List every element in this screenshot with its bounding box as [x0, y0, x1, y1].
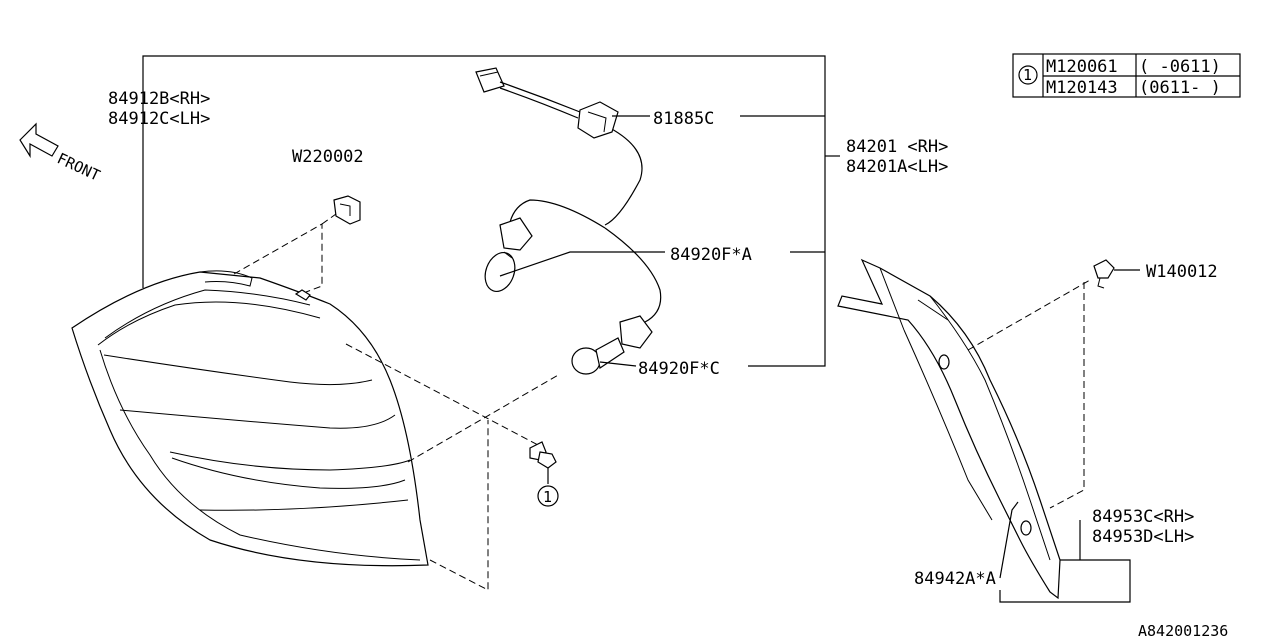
- callout-1-number: 1: [543, 488, 552, 506]
- callout-1-circle: [537, 485, 559, 507]
- screw-w140012-part: [1093, 259, 1115, 289]
- ref-row-1-part: M120061: [1046, 57, 1118, 77]
- ref-table-key: 1: [1023, 66, 1032, 84]
- front-label: FRONT: [54, 149, 103, 184]
- bulb-c-label: 84920F*C: [638, 359, 720, 379]
- bulb-a-label: 84920F*A: [670, 245, 752, 265]
- ref-row-2-range: (0611- ): [1139, 78, 1221, 98]
- tail-lamp-part: [71, 270, 429, 567]
- screw-label: W140012: [1146, 262, 1218, 282]
- reference-table: 1 M120061 ( -0611) M120143 (0611- ): [1012, 53, 1241, 98]
- wire-harness-part: [475, 67, 662, 375]
- clip-label: W220002: [292, 147, 364, 167]
- rear-cover-part: [837, 258, 1061, 600]
- clip-part: [333, 195, 361, 225]
- assy-lh-label: 84201A<LH>: [846, 157, 948, 177]
- leader-lines: [142, 55, 1140, 603]
- socket-label: 81885C: [653, 109, 714, 129]
- diagram-id-label: A842001236: [1138, 622, 1228, 640]
- ref-row-2-part: M120143: [1046, 78, 1118, 98]
- front-arrow-icon: [19, 122, 59, 159]
- assy-rh-label: 84201 <RH>: [846, 137, 948, 157]
- cover-lh-label: 84953D<LH>: [1092, 527, 1194, 547]
- lamp-rh-label: 84912B<RH>: [108, 89, 210, 109]
- lamp-lh-label: 84912C<LH>: [108, 109, 210, 129]
- cover-rh-label: 84953C<RH>: [1092, 507, 1194, 527]
- ref-row-1-range: ( -0611): [1139, 57, 1221, 77]
- screw-m12-part: [529, 441, 557, 469]
- gasket-label: 84942A*A: [914, 569, 996, 589]
